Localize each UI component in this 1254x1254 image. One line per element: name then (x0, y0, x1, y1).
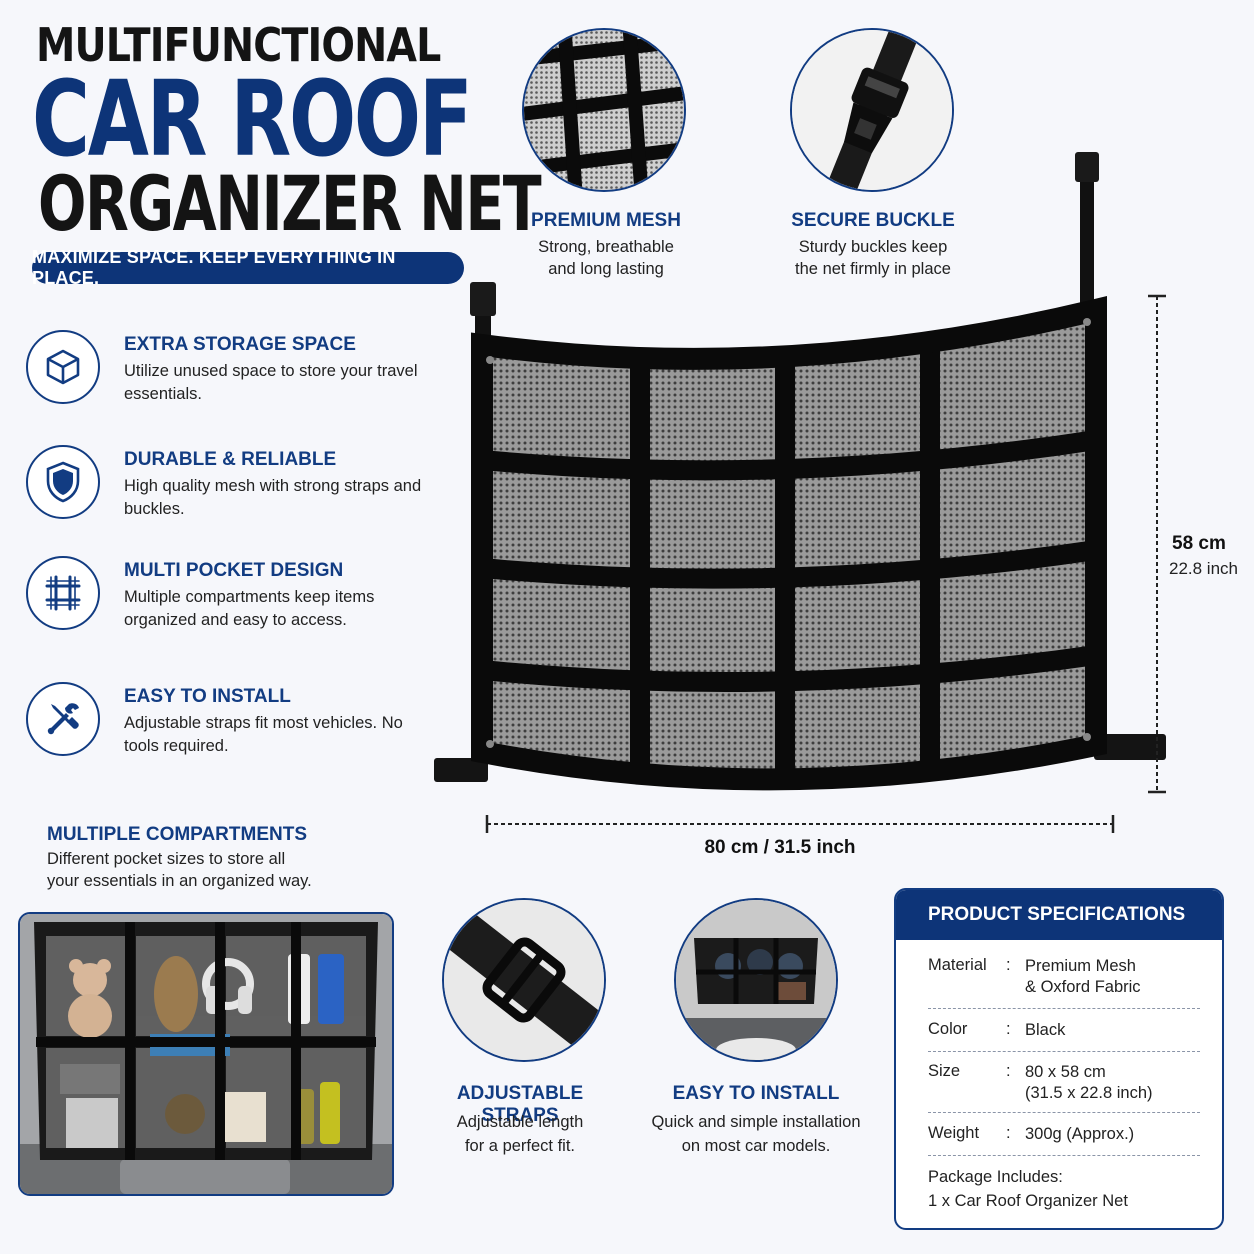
spec-divider (928, 1112, 1200, 1113)
installed-net-image (674, 898, 838, 1062)
adjustable-straps-desc-2: for a perfect fit. (464, 1137, 576, 1155)
feature-desc: Adjustable straps fit most vehicles. No … (124, 714, 403, 755)
feature-title: MULTI POCKET DESIGN (124, 560, 344, 581)
secure-buckle-desc-2: the net firmly in place (795, 260, 951, 278)
spec-separator: : (1006, 956, 1011, 974)
feature-desc: High quality mesh with strong straps and… (124, 477, 422, 518)
feature-durable: DURABLE & RELIABLE High quality mesh wit… (26, 445, 456, 535)
spec-divider (928, 1155, 1200, 1156)
feature-desc: Utilize unused space to store your trave… (124, 362, 418, 403)
feature-title: DURABLE & RELIABLE (124, 449, 337, 470)
title-line-1: MULTIFUNCTIONAL (36, 18, 441, 72)
title-line-2: CAR ROOF (32, 58, 473, 180)
height-inch-label: 22.8 inch (1169, 559, 1238, 578)
product-specifications-card: PRODUCT SPECIFICATIONS Material : Premiu… (894, 888, 1224, 1230)
feature-title: EASY TO INSTALL (124, 686, 291, 707)
secure-buckle-title: SECURE BUCKLE (791, 210, 955, 231)
spec-value: 80 x 58 cm (31.5 x 22.8 inch) (1025, 1063, 1153, 1102)
mesh-closeup-image (522, 28, 686, 192)
adjustable-straps-title: ADJUSTABLE STRAPS (456, 1083, 584, 1126)
compartments-title: MULTIPLE COMPARTMENTS (47, 824, 307, 845)
easy-install-desc-2: on most car models. (681, 1137, 831, 1155)
spec-value: 300g (Approx.) (1025, 1125, 1135, 1143)
tools-icon (26, 682, 100, 756)
spec-divider (928, 1008, 1200, 1009)
title-line-3: ORGANIZER NET (38, 159, 542, 248)
organizer-net-image (434, 152, 1166, 791)
feature-title: EXTRA STORAGE SPACE (124, 334, 356, 355)
spec-key: Size (928, 1062, 961, 1080)
premium-mesh-title: PREMIUM MESH (531, 210, 681, 231)
spec-value: Black (1025, 1021, 1066, 1039)
feature-desc: Multiple compartments keep items organiz… (124, 588, 375, 629)
package-includes-label: Package Includes: (928, 1168, 1063, 1186)
height-cm-label: 58 cm (1172, 533, 1226, 554)
spec-separator: : (1006, 1062, 1011, 1080)
tagline-banner: MAXIMIZE SPACE. KEEP EVERYTHING IN PLACE… (32, 247, 464, 288)
feature-extra-storage: EXTRA STORAGE SPACE Utilize unused space… (26, 330, 456, 420)
easy-install-desc-1: Quick and simple installation (651, 1113, 861, 1131)
compartments-desc-2: your essentials in an organized way. (47, 872, 312, 890)
buckle-closeup-image (790, 28, 954, 192)
specs-header: PRODUCT SPECIFICATIONS (896, 890, 1222, 940)
spec-value: Premium Mesh & Oxford Fabric (1025, 957, 1141, 996)
compartments-desc-1: Different pocket sizes to store all (47, 850, 286, 868)
feature-multi-pocket: MULTI POCKET DESIGN Multiple compartment… (26, 556, 456, 646)
premium-mesh-desc-2: and long lasting (548, 260, 664, 278)
cube-icon (26, 330, 100, 404)
compartments-photo (18, 912, 394, 1196)
height-dimension-line (1148, 294, 1166, 794)
package-includes-value: 1 x Car Roof Organizer Net (928, 1192, 1128, 1210)
grid-icon (26, 556, 100, 630)
spec-separator: : (1006, 1124, 1011, 1142)
spec-key: Weight (928, 1124, 980, 1142)
secure-buckle-desc-1: Sturdy buckles keep (798, 238, 948, 256)
width-dimension-line (485, 815, 1115, 833)
easy-install-title: EASY TO INSTALL (672, 1083, 840, 1104)
width-label: 80 cm / 31.5 inch (704, 837, 856, 858)
adjustable-straps-desc-1: Adjustable length (456, 1113, 584, 1131)
spec-divider (928, 1051, 1200, 1052)
premium-mesh-desc-1: Strong, breathable (538, 238, 674, 256)
shield-icon (26, 445, 100, 519)
feature-easy-install: EASY TO INSTALL Adjustable straps fit mo… (26, 682, 456, 772)
spec-key: Material (928, 956, 987, 974)
strap-closeup-image (442, 898, 606, 1062)
spec-separator: : (1006, 1020, 1011, 1038)
spec-key: Color (928, 1020, 968, 1038)
